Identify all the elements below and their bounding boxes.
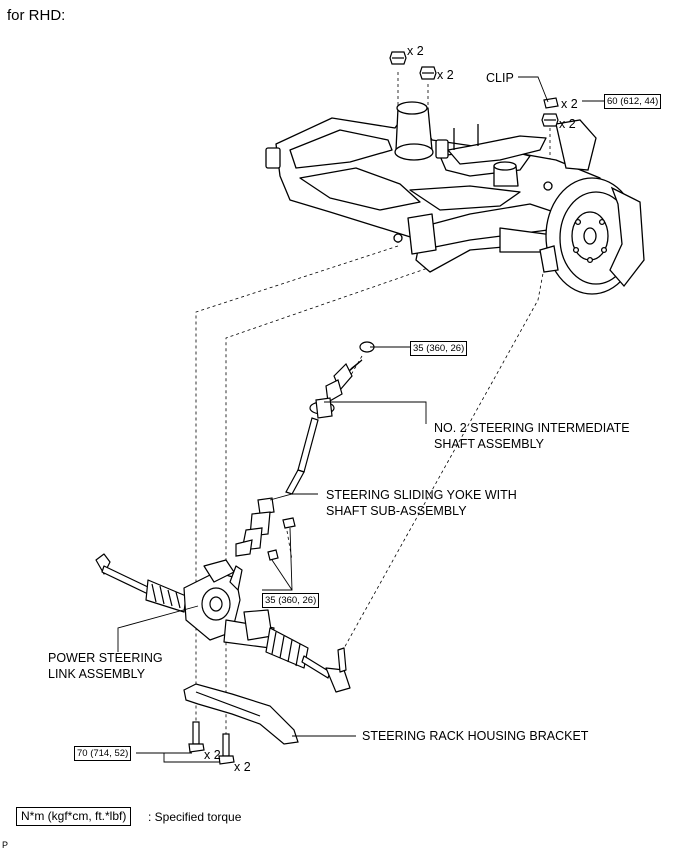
power-steering-label-line1: POWER STEERING — [48, 651, 163, 665]
clip-label: CLIP — [486, 71, 514, 85]
nut-count-left: x 2 — [407, 44, 424, 58]
nut-count-mid: x 2 — [437, 68, 454, 82]
sliding-yoke-shaft — [235, 497, 296, 561]
bracket-bolts — [188, 721, 235, 765]
power-steering-rack — [95, 553, 351, 693]
rack-housing-bracket — [183, 683, 299, 745]
bolt-count-b: x 2 — [234, 760, 251, 774]
torque-spec-35-bottom: 35 (360, 26) — [262, 593, 320, 608]
clip-count: x 2 — [561, 97, 578, 111]
intermediate-shaft-label-line1: NO. 2 STEERING INTERMEDIATE — [434, 421, 630, 435]
page-title: for RHD: — [7, 7, 66, 24]
front-suspension-crossmember — [265, 101, 605, 273]
intermediate-shaft — [285, 341, 375, 495]
rack-bracket-label: STEERING RACK HOUSING BRACKET — [362, 729, 589, 743]
leader-lines — [117, 76, 604, 763]
torque-spec-70: 70 (714, 52) — [74, 746, 132, 761]
sliding-yoke-label-line2: SHAFT SUB-ASSEMBLY — [326, 504, 467, 518]
power-steering-label-line2: LINK ASSEMBLY — [48, 667, 146, 681]
nut-count-right: x 2 — [559, 117, 576, 131]
legend-unit-box: N*m (kgf*cm, ft.*lbf) — [16, 807, 132, 826]
torque-spec-60: 60 (612, 44) — [604, 94, 662, 109]
page-id: P — [2, 840, 9, 850]
crossmember-nuts — [389, 51, 559, 127]
intermediate-shaft-label-line2: SHAFT ASSEMBLY — [434, 437, 544, 451]
legend-text: : Specified torque — [148, 810, 242, 824]
sliding-yoke-label-line1: STEERING SLIDING YOKE WITH — [326, 488, 517, 502]
brake-disc-assembly — [539, 119, 645, 295]
torque-spec-35-top: 35 (360, 26) — [410, 341, 468, 356]
bolt-count-a: x 2 — [204, 748, 221, 762]
